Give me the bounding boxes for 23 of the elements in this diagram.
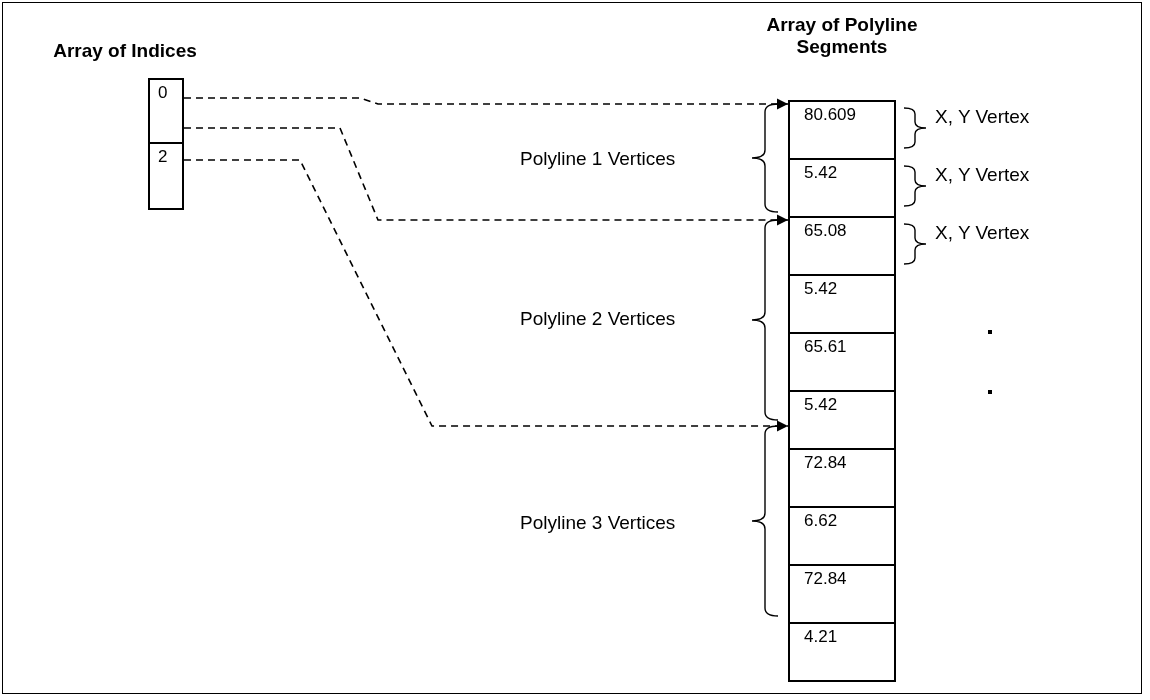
arrow (183, 159, 789, 432)
annotation-label: X, Y Vertex (935, 164, 1030, 186)
array-cell: 72.84 (788, 448, 896, 508)
array-cell: 2 (148, 142, 184, 210)
array-cell: 4.21 (788, 622, 896, 682)
annotation-label: Polyline 1 Vertices (520, 148, 676, 170)
array-title: Array of Polyline Segments (765, 14, 919, 58)
annotation-label: Polyline 3 Vertices (520, 512, 676, 534)
array-cell: 6.62 (788, 506, 896, 566)
array-title: Array of Indices (52, 40, 198, 62)
arrow (183, 127, 789, 226)
array-cell: 65.08 (788, 216, 896, 276)
array-cell: 5.42 (788, 390, 896, 450)
annotation-label: Polyline 2 Vertices (520, 308, 676, 330)
array-cell: 0 (148, 78, 184, 144)
annotation-label: X, Y Vertex (935, 106, 1030, 128)
array-cell: 80.609 (788, 100, 896, 160)
annotation-label: X, Y Vertex (935, 222, 1030, 244)
array-cell: 5.42 (788, 274, 896, 334)
array-cell: 65.61 (788, 332, 896, 392)
array-cell: 5.42 (788, 158, 896, 218)
array-cell: 72.84 (788, 564, 896, 624)
arrow (183, 97, 789, 110)
